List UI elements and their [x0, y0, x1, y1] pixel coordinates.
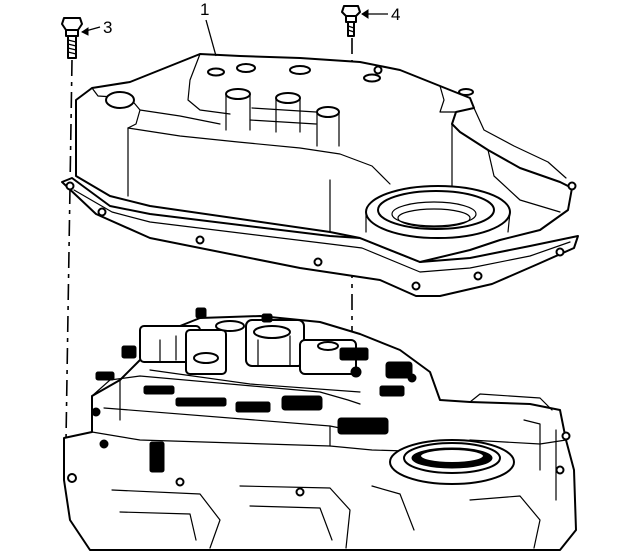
- callout-label-1: 1: [200, 0, 209, 19]
- valve-body-cover: [61, 53, 579, 297]
- cover-circular-housing: [365, 185, 511, 239]
- cover-flange-holes: [65, 65, 577, 291]
- bolt-3: [61, 17, 83, 59]
- valve-body-assembly: [63, 307, 577, 551]
- bolt-3-centerline: [65, 59, 73, 441]
- bolt-4: [341, 5, 361, 37]
- callout-4: 4: [361, 5, 400, 24]
- callout-label-3: 3: [103, 18, 112, 37]
- cover-bosses: [105, 63, 474, 147]
- callout-label-4: 4: [391, 5, 400, 24]
- callout-3: 3: [81, 18, 112, 37]
- case-circular-housing: [389, 439, 515, 485]
- valve-body-components: [91, 307, 417, 473]
- callout-1: 1: [200, 0, 217, 57]
